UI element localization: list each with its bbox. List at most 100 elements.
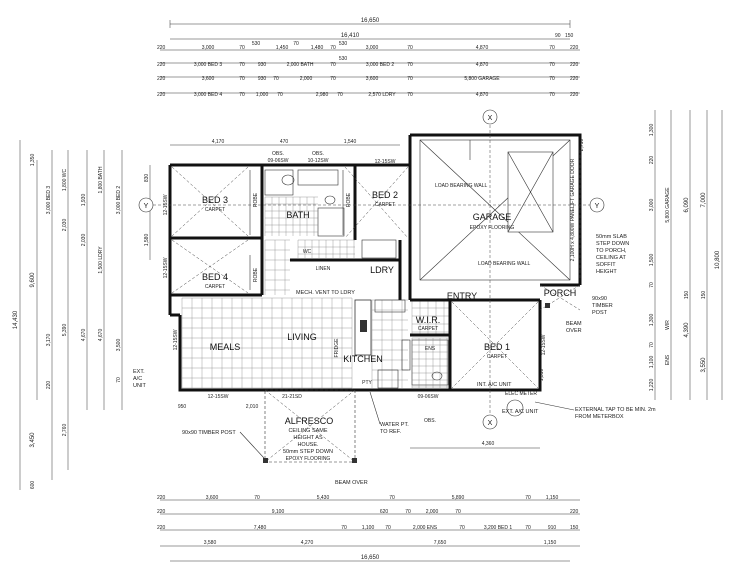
dim-label: 220 [570,509,579,515]
room-bath: BATH [286,210,309,220]
dim-label: 1,500 LDRY [98,246,104,274]
dim-label: 1,150 [544,540,557,546]
dim-label: 950 [178,404,187,410]
dim-label: 220 [157,525,166,531]
dim-label: 2,000 [426,509,439,515]
note-ext-ac: EXT. A/C UNIT [502,409,539,415]
dim-label: 3,000 BED 3 [46,186,52,215]
dim-left-c: 600 [30,481,36,490]
note-mech-vent: MECH. VENT TO LDRY [296,290,355,296]
dim-label: 70 [649,282,655,288]
note-ac: A/C [133,376,142,382]
dim-right-d: 4,390 [684,322,690,338]
dim-label: 2,000 ENS [413,525,438,531]
room-guides [171,166,539,389]
dim-label: 930 [258,62,267,68]
dim-label: 220 [157,509,166,515]
room-kitchen: KITCHEN [343,354,383,364]
dim-label: 1,100 [362,525,375,531]
dim-right-overall: 10,800 [715,250,721,269]
marker-label: X [488,115,493,122]
dim-label: 3,000 BED 3 [194,62,223,68]
dim-label: 530 [339,41,348,47]
note-int-ac: INT. A/C UNIT [477,382,512,388]
dim-label: 5,390 [62,324,68,337]
dim-label: 70 [254,495,260,501]
dim-label: 1,540 [344,139,357,145]
note-beam: BEAM [566,321,582,327]
note-water: WATER PT. [380,422,409,428]
dim-label: 70 [385,525,391,531]
dim-label: 7,480 [254,525,267,531]
dim-label: 70 [407,76,413,82]
note-beam: OVER [566,328,582,334]
room-wc: WC [303,249,312,255]
note-window: 12-15SW [208,394,229,400]
dim-label: 70 [273,76,279,82]
dim-overall-bottom: 16,650 [361,555,380,561]
wet-area-tiles [264,196,448,388]
dim-label: 1,000 [256,92,269,98]
note-water: TO REF. [380,429,401,435]
dim-label: 2,980 [316,92,329,98]
note-alfresco: HEIGHT AS [293,435,323,441]
dim-label: 3,600 [202,76,215,82]
dim-label: 150 [684,291,690,300]
dim-label: 470 [280,139,289,145]
dim-label: 220 [570,76,579,82]
room-ldry: LDRY [370,265,394,275]
note-slab: HEIGHT [596,269,617,275]
dim-right-a: 7,000 [701,192,707,208]
dim-label: 220 [570,92,579,98]
dim-label: 70 [341,525,347,531]
dim-label: 70 [549,92,555,98]
dim-label: 1,480 [311,45,324,51]
dim-label: WIR [665,320,671,330]
note-window: 12-15SW [375,159,396,165]
room-linen: LINEN [316,266,331,272]
dim-label: 2,000 [300,76,313,82]
dim-label: 4,270 [301,540,314,546]
dim-left-d: 1,350 [30,154,36,167]
room-bed3: BED 3 [202,195,228,205]
dim-label: 3,600 [206,495,219,501]
ensuite-toilet-icon [431,371,443,381]
dim-label: 2,030 [62,219,68,232]
dim-label: 220 [157,495,166,501]
note-obs: OBS. [272,151,284,157]
dim-label: 70 [239,92,245,98]
floor-bed3: CARPET [205,207,225,213]
note-alfresco: HOUSE. [297,442,319,448]
post-icon [263,458,268,463]
dim-label: 150 [570,525,579,531]
dim-label: 70 [649,342,655,348]
dim-label: 3,580 [204,540,217,546]
dim-label: 4,870 [476,62,489,68]
internal-dimensions: 4,170 470 1,540 830 1,580 2,710 4,360 1,… [144,139,585,449]
dim-label: 70 [330,76,336,82]
dim-label: 910 [548,525,557,531]
note-alfresco: 50mm STEP DOWN [283,449,333,455]
dim-label: 70 [549,45,555,51]
dim-label: 70 [239,45,245,51]
note-slab: STEP DOWN [596,241,629,247]
note-post: TIMBER [592,303,613,309]
dim-label: 70 [277,92,283,98]
dim-label: 4,670 [81,329,87,342]
dim-label: 3,000 BED 2 [116,186,122,215]
room-garage: GARAGE [473,212,512,222]
dim-label: 3,000 BED 4 [194,92,223,98]
room-pty: PTY [362,380,372,386]
marker-label: X [488,420,493,427]
dim-label: 220 [570,62,579,68]
room-wir: W.I.R. [416,315,441,325]
post-icon [352,458,357,463]
note-ac: EXT. [133,369,145,375]
note-window: 12-15SW [173,329,179,350]
marker-label: Y [595,203,600,210]
note-window: 12-15SW [541,334,547,355]
note-window: 09-06SW [418,394,439,400]
dim-label: 9,100 [272,509,285,515]
dim-label: 70 [459,525,465,531]
top-dimensions: 16,650 16,410 90 150 220 3,000 70 530 1,… [157,18,580,98]
